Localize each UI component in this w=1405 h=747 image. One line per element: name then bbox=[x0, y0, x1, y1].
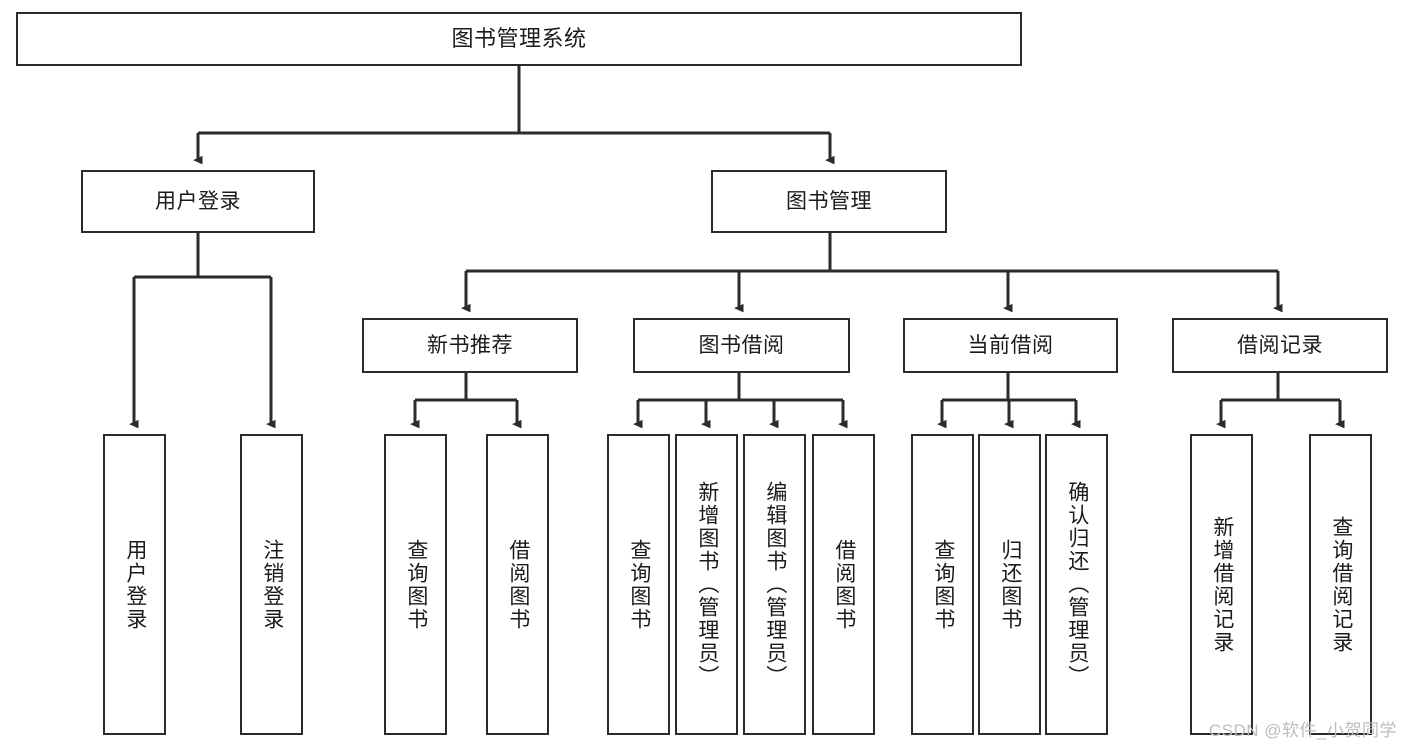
leaf-borrow-add-book-admin[interactable]: 新增图书（管理员） bbox=[675, 434, 738, 735]
leaf-current-return-book[interactable]: 归还图书 bbox=[978, 434, 1041, 735]
node-current-borrow[interactable]: 当前借阅 bbox=[903, 318, 1118, 373]
leaf-current-confirm-return-admin[interactable]: 确认归还（管理员） bbox=[1045, 434, 1108, 735]
leaf-new-book-query[interactable]: 查询图书 bbox=[384, 434, 447, 735]
leaf-new-book-borrow[interactable]: 借阅图书 bbox=[486, 434, 549, 735]
leaf-label: 查询图书 bbox=[404, 538, 428, 631]
node-book-borrow[interactable]: 图书借阅 bbox=[633, 318, 850, 373]
node-new-book-recommend[interactable]: 新书推荐 bbox=[362, 318, 578, 373]
leaf-label: 查询图书 bbox=[931, 538, 955, 631]
leaf-label: 新增借阅记录 bbox=[1210, 515, 1234, 654]
leaf-borrow-edit-book-admin[interactable]: 编辑图书（管理员） bbox=[743, 434, 806, 735]
leaf-label: 注销登录 bbox=[260, 538, 284, 631]
leaf-label: 编辑图书（管理员） bbox=[763, 481, 787, 688]
node-user-login[interactable]: 用户登录 bbox=[81, 170, 315, 233]
leaf-label: 归还图书 bbox=[998, 538, 1022, 631]
leaf-user-login-logout[interactable]: 注销登录 bbox=[240, 434, 303, 735]
leaf-label: 确认归还（管理员） bbox=[1065, 481, 1089, 688]
leaf-borrow-borrow-book[interactable]: 借阅图书 bbox=[812, 434, 875, 735]
leaf-records-query-record[interactable]: 查询借阅记录 bbox=[1309, 434, 1372, 735]
node-book-management[interactable]: 图书管理 bbox=[711, 170, 947, 233]
leaf-user-login-login[interactable]: 用户登录 bbox=[103, 434, 166, 735]
leaf-current-query-book[interactable]: 查询图书 bbox=[911, 434, 974, 735]
leaf-records-add-record[interactable]: 新增借阅记录 bbox=[1190, 434, 1253, 735]
csdn-watermark: CSDN @软件_小贺同学 bbox=[1208, 721, 1397, 740]
leaf-label: 查询借阅记录 bbox=[1329, 515, 1353, 654]
node-root[interactable]: 图书管理系统 bbox=[16, 12, 1022, 66]
leaf-label: 借阅图书 bbox=[506, 538, 530, 631]
leaf-borrow-query-book[interactable]: 查询图书 bbox=[607, 434, 670, 735]
leaf-label: 查询图书 bbox=[627, 538, 651, 631]
leaf-label: 新增图书（管理员） bbox=[695, 481, 719, 688]
node-borrow-records[interactable]: 借阅记录 bbox=[1172, 318, 1388, 373]
leaf-label: 借阅图书 bbox=[832, 538, 856, 631]
leaf-label: 用户登录 bbox=[123, 538, 147, 631]
